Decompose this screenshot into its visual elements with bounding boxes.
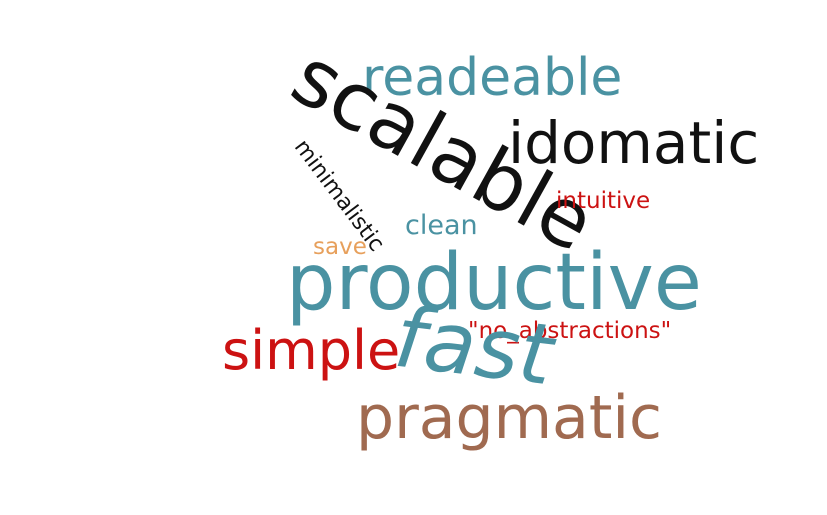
word-no-abstractions: "no_abstractions" xyxy=(468,318,672,344)
word-pragmatic: pragmatic xyxy=(356,383,663,453)
word-fast: fast xyxy=(389,287,559,405)
word-simple: simple xyxy=(222,319,401,382)
word-idomatic: idomatic xyxy=(508,109,760,177)
word-save: save xyxy=(313,234,367,260)
word-clean: clean xyxy=(405,210,478,241)
word-readeable: readeable xyxy=(362,48,623,108)
word-intuitive: intuitive xyxy=(556,188,651,214)
word-productive: productive xyxy=(286,238,702,328)
